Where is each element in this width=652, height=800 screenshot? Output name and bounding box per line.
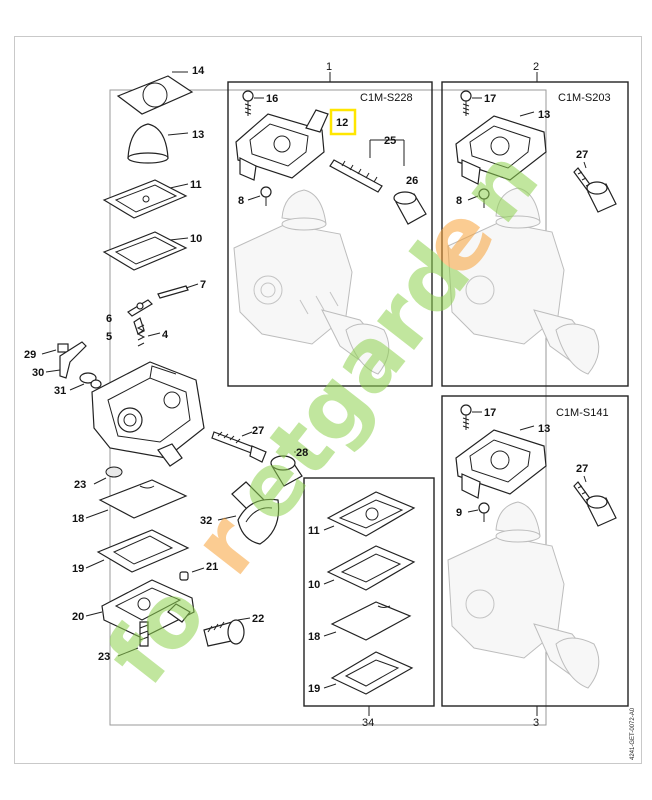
label-17b: 17 [484, 407, 496, 419]
label-5: 5 [106, 331, 112, 343]
part-10-gasket [102, 231, 189, 271]
label-26: 26 [406, 175, 418, 187]
part-14-dome [127, 123, 189, 164]
variant-box-3: 3 C1M-S141 [441, 395, 629, 729]
label-24: 23 [74, 479, 86, 491]
variant-title-3: C1M-S141 [556, 407, 609, 419]
label-23: 23 [98, 651, 110, 663]
part-23-screw [117, 621, 149, 657]
part-18-gasket [85, 479, 188, 519]
label-6: 6 [106, 313, 112, 325]
box1-parts [233, 90, 427, 375]
label-7: 7 [200, 279, 206, 291]
box3-parts [447, 404, 617, 689]
label-33: 32 [200, 515, 212, 527]
label-11b: 11 [308, 525, 320, 537]
label-29: 28 [296, 447, 308, 459]
part-20-pump-cover [85, 579, 195, 639]
highlight-box-12 [329, 108, 357, 136]
part-30-screw [41, 343, 69, 355]
label-11: 11 [190, 179, 202, 191]
label-13b: 13 [538, 423, 550, 435]
part-22-screw [203, 617, 251, 647]
part-32-washer [69, 372, 102, 391]
part-33-primer [217, 481, 280, 545]
reference-code: 4241-GET-0072-A0 [630, 707, 636, 760]
carburetor-body [91, 361, 205, 467]
part-21-pin [179, 567, 205, 581]
label-15: 14 [192, 65, 205, 77]
label-14: 13 [192, 129, 204, 141]
part-24-filter [93, 466, 123, 485]
box-number-2: 2 [533, 61, 539, 73]
label-30: 29 [24, 349, 36, 361]
variant-title-1: C1M-S228 [360, 92, 413, 104]
label-16: 16 [266, 93, 278, 105]
svg-text:fo: fo [88, 565, 226, 703]
label-10: 10 [190, 233, 202, 245]
label-4: 4 [162, 329, 169, 341]
label-32: 31 [54, 385, 66, 397]
label-20: 20 [72, 611, 84, 623]
part-29-cap [270, 451, 303, 487]
label-28: 27 [252, 425, 264, 437]
box-number-34: 34 [362, 717, 374, 729]
label-8a: 8 [238, 195, 244, 207]
part-4-spring [136, 324, 161, 347]
box2-parts [447, 90, 617, 375]
label-17a: 17 [484, 93, 496, 105]
label-10b: 10 [308, 579, 320, 591]
part-6-lever [127, 299, 153, 317]
variant-title-2: C1M-S203 [558, 92, 611, 104]
variant-box-2: 2 C1M-S203 [441, 61, 629, 387]
label-27b: 27 [576, 463, 588, 475]
label-18: 18 [72, 513, 84, 525]
part-31-lever [45, 341, 87, 379]
label-19b: 19 [308, 683, 320, 695]
label-18b: 18 [308, 631, 320, 643]
label-27a: 27 [576, 149, 588, 161]
label-19: 19 [72, 563, 84, 575]
part-labels: 14 13 11 10 7 6 5 4 29 30 31 27 28 32 23… [24, 65, 588, 695]
kit-box-34: 34 [303, 477, 435, 729]
label-12: 12 [336, 117, 348, 129]
part-15-cover [116, 71, 194, 115]
label-9: 9 [456, 507, 462, 519]
label-21: 21 [206, 561, 218, 573]
label-8b: 8 [456, 195, 462, 207]
box-number-3: 3 [533, 717, 539, 729]
kit34-parts [323, 491, 416, 695]
part-19-gasket [85, 529, 190, 573]
part-7-pin [157, 283, 199, 299]
part-11-diaphragm [102, 179, 189, 219]
box-number-1: 1 [326, 61, 332, 73]
part-28-jet [211, 431, 267, 463]
label-22: 22 [252, 613, 264, 625]
variant-box-1: 1 C1M-S228 [227, 61, 433, 387]
label-25: 25 [384, 135, 396, 147]
label-31: 30 [32, 367, 44, 379]
label-13a: 13 [538, 109, 550, 121]
